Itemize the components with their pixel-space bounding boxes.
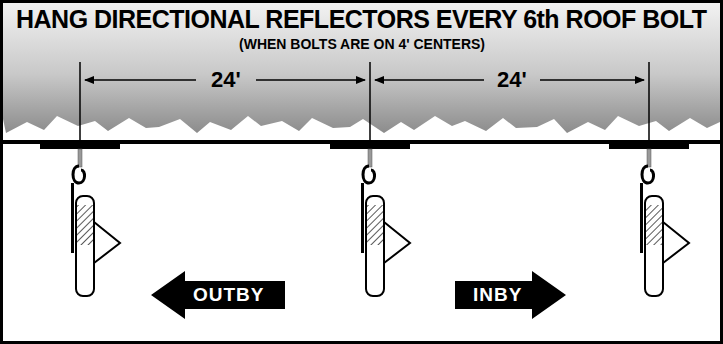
arrow-fill [455, 271, 566, 319]
reflector-backing [71, 183, 74, 253]
hanger-hook [363, 166, 375, 183]
direction-triangle [663, 222, 689, 263]
roof-bolts [40, 143, 689, 296]
reflector-hatch [77, 205, 93, 245]
dimension-label: 24' [497, 67, 527, 93]
bearing-plate [330, 143, 410, 149]
direction-triangle [384, 222, 410, 263]
arrow-label: OUTBY [193, 284, 265, 306]
dimension-label: 24' [211, 67, 241, 93]
reflector-hatch [367, 205, 383, 245]
bolt-shank [78, 149, 82, 167]
bolt-shank [368, 149, 372, 167]
reflector-backing [361, 183, 364, 253]
reflector-body [366, 196, 384, 296]
reflector-backing [640, 183, 643, 253]
inby-arrow: INBY [455, 271, 566, 319]
hanger-hook [642, 166, 654, 183]
title-text: HANG DIRECTIONAL REFLECTORS EVERY 6th RO… [16, 5, 706, 34]
direction-triangle [94, 222, 120, 263]
outby-arrow: OUTBY [151, 271, 285, 319]
bolt-shank [647, 149, 651, 167]
reflector-hatch [646, 205, 662, 245]
roof-rock [3, 3, 720, 133]
reflector-body [76, 196, 94, 296]
reflector-body [645, 196, 663, 296]
arrow-label: INBY [473, 284, 522, 306]
subtitle-text: (WHEN BOLTS ARE ON 4' CENTERS) [239, 36, 485, 52]
dimension-lines [80, 62, 649, 140]
bearing-plate [609, 143, 689, 149]
arrow-fill [151, 271, 285, 319]
bearing-plate [40, 143, 120, 149]
hanger-hook [73, 166, 85, 183]
